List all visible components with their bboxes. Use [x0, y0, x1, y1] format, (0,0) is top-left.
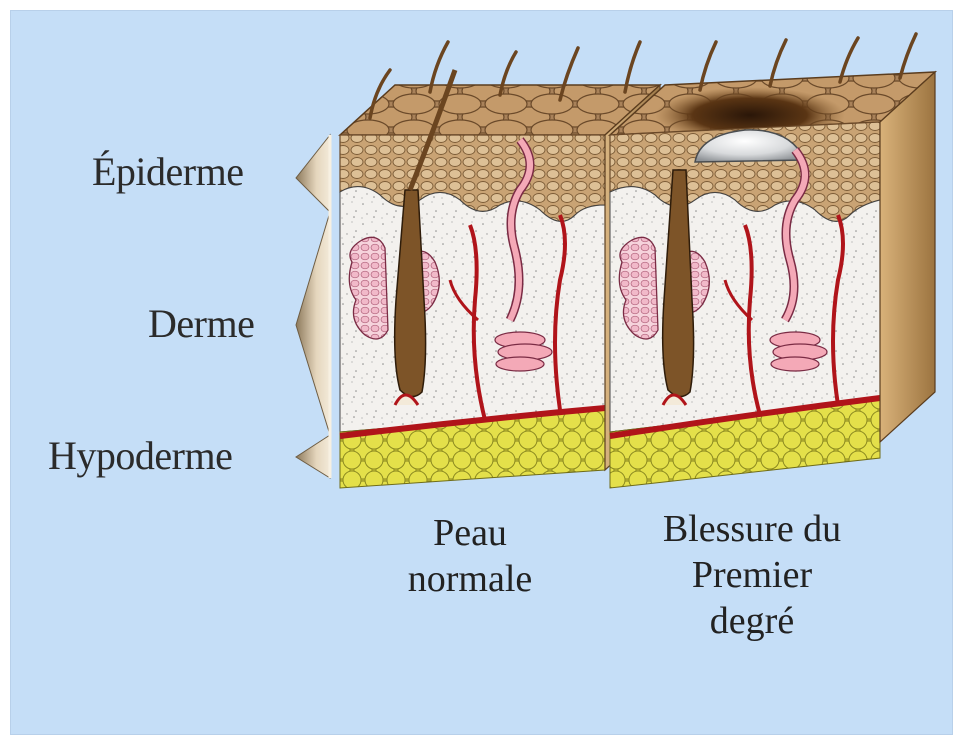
label-epidermis: Épiderme [92, 148, 244, 195]
caption-normal-line-2: normale [370, 556, 570, 602]
caption-normal-line-1: Peau [370, 510, 570, 556]
burn-skin-block [610, 34, 935, 488]
caption-normal-skin: Peau normale [370, 510, 570, 602]
label-hypodermis: Hypoderme [48, 432, 232, 479]
caption-first-degree-burn: Blessure du Premier degré [632, 506, 872, 644]
caption-burn-line-2: Premier [632, 552, 872, 598]
caption-burn-line-1: Blessure du [632, 506, 872, 552]
layer-bracket [296, 135, 330, 478]
caption-burn-line-3: degré [632, 598, 872, 644]
label-dermis: Derme [148, 300, 254, 347]
